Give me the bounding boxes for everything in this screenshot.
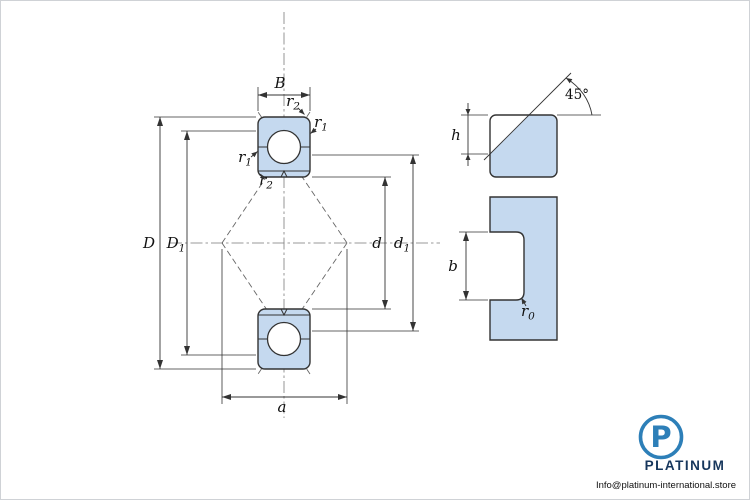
split-notch: [280, 308, 288, 317]
radius-label-r0: r0: [521, 302, 535, 323]
leader-line: [521, 297, 527, 307]
leader-line: [260, 173, 266, 181]
leader-line: [297, 107, 305, 115]
angle-arc: [565, 77, 593, 116]
dimension-d-group: d: [312, 176, 391, 310]
detail-chamfer-view: 45° h: [451, 72, 601, 178]
dimension-d1-group: d1: [312, 154, 419, 332]
bearing-top-section: [257, 116, 311, 178]
dim-label-h: h: [451, 126, 461, 144]
fillet-label-r1-left: r1: [238, 148, 252, 169]
chamfer-line: [483, 72, 572, 161]
brand-name: PLATINUM: [645, 458, 726, 473]
dim-label-D1: D1: [166, 234, 186, 255]
fillet-label-r1-right: r1: [314, 113, 328, 134]
detail-groove-view: b r0: [448, 196, 558, 341]
dim-label-b: b: [448, 257, 458, 275]
dimension-D1-group: D1: [166, 130, 256, 356]
bearing-bottom-section: [257, 308, 311, 370]
leader-line: [310, 127, 317, 134]
angle-label: 45°: [565, 87, 589, 103]
logo-circle-icon: [638, 414, 684, 460]
fillet-labels: r2 r1 r1 r2: [238, 92, 328, 192]
dimension-a-group: a: [221, 249, 348, 416]
dim-label-D: D: [142, 234, 155, 252]
leader-line: [250, 151, 258, 158]
dim-label-B: B: [273, 74, 285, 92]
fillet-label-r2-top: r2: [286, 92, 300, 113]
dimension-D-group: D: [142, 116, 256, 370]
chamfer-section-outline: [489, 114, 558, 178]
groove-section: [489, 196, 558, 341]
dim-label-d1: d1: [394, 234, 410, 255]
brand-email: Info@platinum-international.store: [596, 480, 736, 491]
dimension-B-group: B: [257, 74, 311, 111]
ball-bottom: [266, 321, 302, 357]
brand-block: P PLATINUM Info@platinum-international.s…: [596, 414, 736, 491]
chamfer-section-fill: [490, 115, 557, 177]
logo-letter: P: [650, 420, 671, 454]
dim-label-d: d: [372, 234, 382, 252]
dim-label-a: a: [278, 398, 287, 416]
split-notch: [280, 169, 288, 178]
ball-top: [266, 129, 302, 165]
